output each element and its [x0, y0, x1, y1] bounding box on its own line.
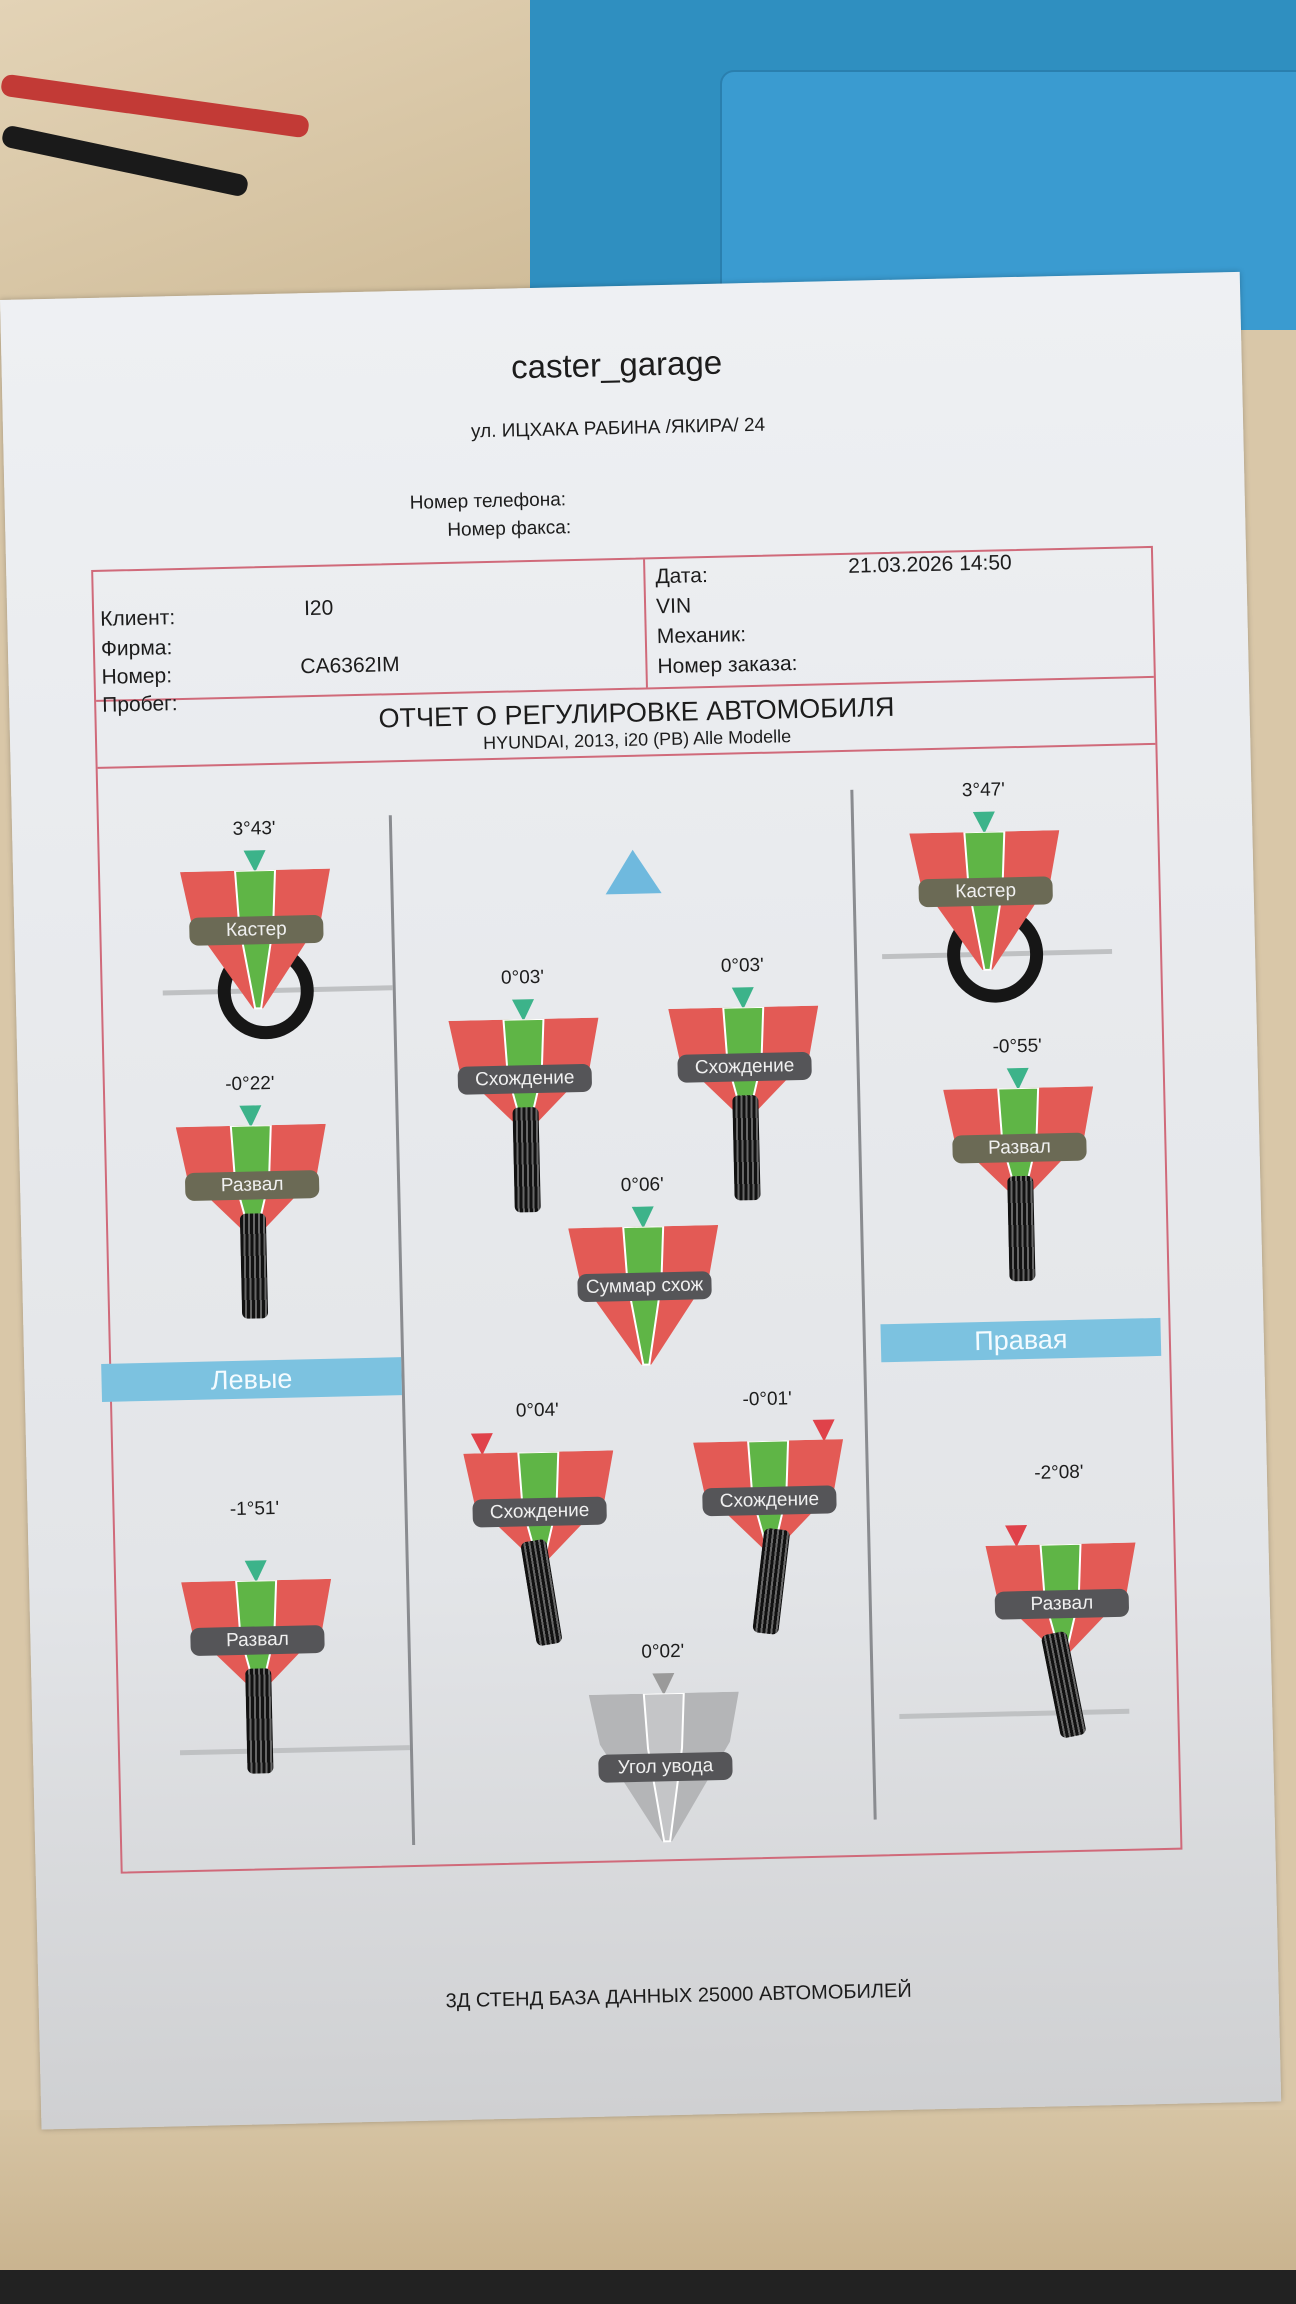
- fax-label: Номер факса:: [447, 517, 572, 541]
- value-text: -0°55': [992, 1035, 1043, 1058]
- caster-label: Кастер: [918, 876, 1053, 908]
- firm-label: Фирма:: [100, 636, 173, 661]
- right-lane-line: [850, 789, 877, 1820]
- client-value: I20: [303, 596, 334, 621]
- info-divider: [643, 559, 648, 688]
- gauge-front-left-caster: 3°43' Кастер: [179, 817, 334, 1050]
- value-text: 0°03': [720, 954, 764, 977]
- gauge-front-total-toe: 0°06' Суммар схож: [567, 1173, 722, 1406]
- value-text: 0°03': [500, 966, 545, 989]
- vin-label: VIN: [655, 594, 692, 619]
- gauge-thrust-angle: 0°02' Угол увода: [588, 1640, 743, 1873]
- date-label: Дата:: [655, 564, 709, 589]
- mechanic-label: Механик:: [656, 623, 747, 649]
- tire-icon: [239, 1213, 269, 1319]
- gauge-rear-left-toe: 0°04' Схождение: [462, 1398, 617, 1647]
- caster-label: Кастер: [189, 914, 324, 946]
- plate-label: Номер:: [101, 664, 173, 689]
- report-frame: Клиент: I20 Фирма: Номер: CA6362IM Пробе…: [91, 545, 1183, 1874]
- gauge-front-right-camber: -0°55' Развал: [942, 1034, 1097, 1282]
- car-outline: [179, 1745, 411, 1756]
- toe-label: Схождение: [472, 1496, 607, 1528]
- value-text: -1°51': [229, 1497, 280, 1521]
- gauge-front-right-toe: 0°03' Схождение: [667, 954, 822, 1201]
- desk-edge: [0, 2270, 1296, 2304]
- gauge-front-left-camber: -0°22' Развал: [175, 1072, 330, 1319]
- date-value: 21.03.2026 14:50: [847, 551, 1012, 578]
- right-side-banner: Правая: [880, 1317, 1162, 1363]
- toe-label: Схождение: [677, 1051, 812, 1083]
- value-text: 0°02': [641, 1640, 685, 1663]
- phone-label: Номер телефона:: [409, 489, 567, 514]
- company-address: ул. ИЦХАКА РАБИНА /ЯКИРА/ 24: [470, 414, 766, 443]
- tire-icon: [1007, 1175, 1036, 1282]
- car-outline: [899, 1708, 1130, 1719]
- toe-label: Схождение: [702, 1485, 837, 1517]
- tire-icon: [245, 1668, 274, 1774]
- order-number-label: Номер заказа:: [657, 652, 798, 679]
- client-label: Клиент:: [100, 606, 176, 631]
- left-side-banner: Левые: [101, 1357, 402, 1402]
- company-name: caster_garage: [510, 343, 723, 386]
- toe-label: Схождение: [457, 1063, 593, 1095]
- camber-label: Развал: [184, 1169, 320, 1202]
- driving-direction-arrow-icon: [604, 849, 662, 895]
- camber-label: Развал: [190, 1624, 325, 1657]
- gauge-front-right-caster: 3°47' Кастер: [908, 778, 1063, 1011]
- value-text: 0°04': [515, 1399, 560, 1422]
- tire-icon: [512, 1106, 541, 1213]
- desk-surface-bottom: [0, 2110, 1296, 2280]
- value-text: 3°43': [232, 817, 276, 840]
- value-text: 0°06': [620, 1174, 664, 1197]
- tire-icon: [732, 1095, 761, 1201]
- camber-label: Развал: [952, 1132, 1087, 1164]
- alignment-report-sheet: caster_garage ул. ИЦХАКА РАБИНА /ЯКИРА/ …: [0, 271, 1282, 2130]
- value-text: -2°08': [1034, 1461, 1084, 1484]
- value-text: -0°01': [742, 1388, 792, 1411]
- gauge-rear-right-toe: -0°01' Схождение: [692, 1387, 847, 1635]
- mileage-label: Пробег:: [101, 692, 178, 717]
- total-toe-label: Суммар схож: [577, 1271, 712, 1303]
- plate-value: CA6362IM: [300, 653, 400, 679]
- gauge-rear-left-camber: -1°51' Развал: [179, 1497, 334, 1774]
- left-lane-line: [388, 815, 416, 1846]
- value-text: 3°47': [961, 779, 1006, 802]
- value-text: -0°22': [224, 1072, 275, 1096]
- gauge-rear-right-camber: -2°08' Развал: [984, 1461, 1139, 1739]
- camber-label: Развал: [994, 1588, 1130, 1620]
- report-title: ОТЧЕТ О РЕГУЛИРОВКЕ АВТОМОБИЛЯ: [378, 691, 895, 734]
- thrust-angle-label: Угол увода: [598, 1751, 733, 1783]
- footer-note: 3Д СТЕНД БАЗА ДАННЫХ 25000 АВТОМОБИЛЕЙ: [445, 1979, 912, 2013]
- gauge-front-left-toe: 0°03' Схождение: [447, 966, 602, 1213]
